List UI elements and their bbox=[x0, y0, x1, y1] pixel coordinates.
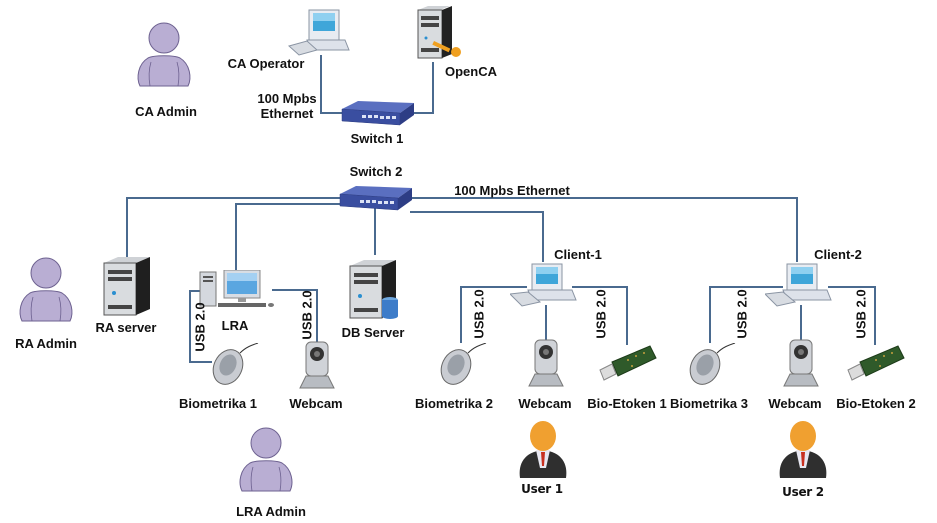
wire-openca-switch1 bbox=[412, 62, 434, 114]
wire-switch2-ra-server bbox=[126, 197, 340, 258]
switch2-label: Switch 2 bbox=[349, 164, 403, 179]
client2-computer-icon bbox=[765, 263, 832, 307]
wire-switch2-lra bbox=[235, 203, 342, 270]
user2-label: User 2 bbox=[782, 485, 824, 499]
client1-label: Client-1 bbox=[554, 247, 602, 262]
wire-lra-webcam bbox=[272, 289, 318, 343]
ca-link-label-line1: 100 Mpbs bbox=[257, 91, 317, 106]
lra-admin-person-icon bbox=[239, 427, 293, 492]
openca-label: OpenCA bbox=[445, 64, 497, 79]
switch1-icon bbox=[341, 101, 414, 126]
biometrika3-fingerprint-reader-icon bbox=[689, 343, 736, 385]
user1-label: User 1 bbox=[521, 482, 563, 496]
client2-label: Client-2 bbox=[814, 247, 862, 262]
wire-lra-biometrika1 bbox=[189, 290, 212, 363]
switch2-icon bbox=[339, 186, 412, 211]
client2-usb-right-label: USB 2.0 bbox=[853, 289, 869, 339]
bio-etoken1-label: Bio-Etoken 1 bbox=[587, 396, 667, 411]
wire-ca-operator-switch1 bbox=[320, 55, 345, 114]
switch1-label: Switch 1 bbox=[350, 131, 404, 146]
client1-webcam-icon bbox=[528, 339, 564, 387]
ca-link-label: 100 Mpbs Ethernet bbox=[257, 91, 316, 121]
wire-client1-biometrika2 bbox=[460, 286, 527, 343]
bio-etoken2-label: Bio-Etoken 2 bbox=[836, 396, 916, 411]
biometrika3-label: Biometrika 3 bbox=[669, 396, 749, 411]
ca-admin-person-icon bbox=[137, 22, 191, 87]
ca-link-label-line2: Ethernet bbox=[260, 106, 314, 121]
ra-admin-person-icon bbox=[19, 257, 73, 322]
main-link-label: 100 Mpbs Ethernet bbox=[454, 183, 570, 198]
lra-webcam-label: Webcam bbox=[289, 396, 343, 411]
lra-label: LRA bbox=[221, 318, 249, 333]
client2-webcam-label: Webcam bbox=[768, 396, 822, 411]
user2-person-icon bbox=[779, 421, 827, 478]
biometrika2-fingerprint-reader-icon bbox=[440, 343, 487, 385]
ca-admin-label: CA Admin bbox=[135, 104, 197, 119]
biometrika1-fingerprint-reader-icon bbox=[212, 343, 259, 385]
client2-webcam-icon bbox=[783, 339, 819, 387]
openca-server-icon bbox=[417, 6, 461, 59]
ra-server-label: RA server bbox=[95, 320, 157, 335]
wire-switch2-client2 bbox=[410, 197, 798, 262]
user1-person-icon bbox=[519, 421, 567, 478]
ra-server-icon bbox=[103, 257, 150, 316]
lra-usb-right-label: USB 2.0 bbox=[299, 290, 315, 340]
db-server-icon bbox=[349, 260, 398, 319]
biometrika1-label: Biometrika 1 bbox=[178, 396, 258, 411]
wire-client2-etoken2 bbox=[828, 286, 876, 345]
client2-usb-left-label: USB 2.0 bbox=[734, 289, 750, 339]
bio-etoken2-usb-token-icon bbox=[847, 345, 905, 381]
bio-etoken1-usb-token-icon bbox=[599, 345, 657, 381]
ca-operator-label: CA Operator bbox=[227, 56, 305, 71]
wire-switch2-client1 bbox=[410, 211, 544, 262]
lra-webcam-icon bbox=[299, 341, 335, 389]
client1-webcam-label: Webcam bbox=[518, 396, 572, 411]
db-server-label: DB Server bbox=[341, 325, 405, 340]
lra-admin-label: LRA Admin bbox=[236, 504, 306, 519]
lra-usb-left-label: USB 2.0 bbox=[192, 302, 208, 352]
wire-client2-biometrika3 bbox=[709, 286, 783, 343]
ra-admin-label: RA Admin bbox=[15, 336, 77, 351]
client1-computer-icon bbox=[510, 263, 577, 307]
lra-computer-icon bbox=[199, 270, 274, 307]
ca-operator-computer-icon bbox=[287, 9, 350, 56]
biometrika2-label: Biometrika 2 bbox=[414, 396, 494, 411]
client1-usb-left-label: USB 2.0 bbox=[471, 289, 487, 339]
client1-usb-right-label: USB 2.0 bbox=[593, 289, 609, 339]
wire-client1-etoken1 bbox=[572, 286, 628, 345]
